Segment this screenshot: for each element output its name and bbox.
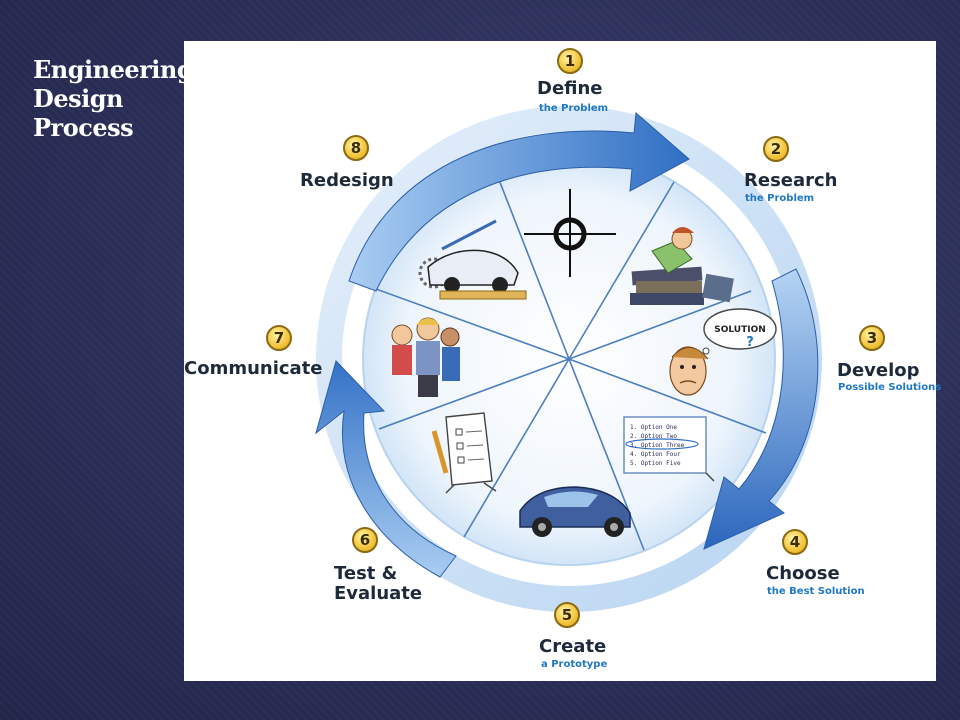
arrow-top bbox=[348, 111, 690, 292]
step-5-label: Create bbox=[539, 636, 607, 657]
prototype-car-icon bbox=[519, 486, 631, 537]
arrow-right bbox=[703, 268, 819, 550]
step-5-badge: 5 bbox=[554, 602, 580, 628]
step-4-sub: the Best Solution bbox=[767, 586, 865, 597]
thinking-person-icon bbox=[669, 308, 777, 396]
step-2-sub: the Problem bbox=[745, 193, 815, 204]
option-line-4: 4. Option Four bbox=[630, 451, 681, 458]
option-line-1: 1. Option One bbox=[630, 424, 677, 431]
step-4-label: Choose bbox=[766, 563, 840, 584]
step-7-badge: 7 bbox=[266, 325, 292, 351]
arrow-left bbox=[315, 360, 457, 578]
step-8-badge: 8 bbox=[343, 135, 369, 161]
slide-title-line-3: Process bbox=[33, 113, 134, 142]
diagram-panel: SOLUTION ? 1. Option One 2. Option Two 3… bbox=[184, 41, 941, 681]
question-mark-text: ? bbox=[746, 335, 754, 350]
step-1-label: Define bbox=[537, 78, 603, 99]
step-6-badge: 6 bbox=[352, 527, 378, 553]
option-line-2: 2. Option Two bbox=[630, 433, 677, 440]
step-3-sub: Possible Solutions bbox=[838, 382, 942, 393]
step-6-label-line-2: Evaluate bbox=[334, 583, 423, 604]
redesign-car-icon bbox=[418, 219, 527, 300]
option-line-5: 5. Option Five bbox=[630, 460, 681, 467]
solution-bubble-text: SOLUTION bbox=[714, 325, 766, 335]
checklist-character-icon bbox=[431, 412, 497, 494]
step-1-badge: 1 bbox=[557, 48, 583, 74]
step-4-badge: 4 bbox=[782, 529, 808, 555]
step-3-badge: 3 bbox=[859, 325, 885, 351]
options-board bbox=[623, 416, 715, 482]
cycle-diagram: SOLUTION ? 1. Option One 2. Option Two 3… bbox=[315, 106, 822, 612]
option-line-3: 3. Option Three bbox=[630, 442, 685, 449]
books-reading-icon bbox=[630, 227, 734, 305]
step-8-label: Redesign bbox=[300, 170, 394, 191]
step-5-sub: a Prototype bbox=[541, 659, 608, 670]
step-2-badge: 2 bbox=[763, 136, 789, 162]
slide-title: Engineering Design Process bbox=[33, 55, 194, 142]
wheel-dividers bbox=[375, 166, 767, 551]
slide-title-line-1: Engineering bbox=[33, 55, 194, 84]
crosshair-icon bbox=[524, 189, 616, 277]
step-2-label: Research bbox=[744, 170, 838, 191]
step-3-label: Develop bbox=[837, 360, 920, 381]
slide-title-line-2: Design bbox=[33, 84, 123, 113]
step-1-sub: the Problem bbox=[539, 103, 609, 114]
step-6-label-line-1: Test & bbox=[334, 563, 398, 584]
step-7-label: Communicate bbox=[184, 358, 323, 379]
people-communicating-icon bbox=[391, 317, 460, 397]
